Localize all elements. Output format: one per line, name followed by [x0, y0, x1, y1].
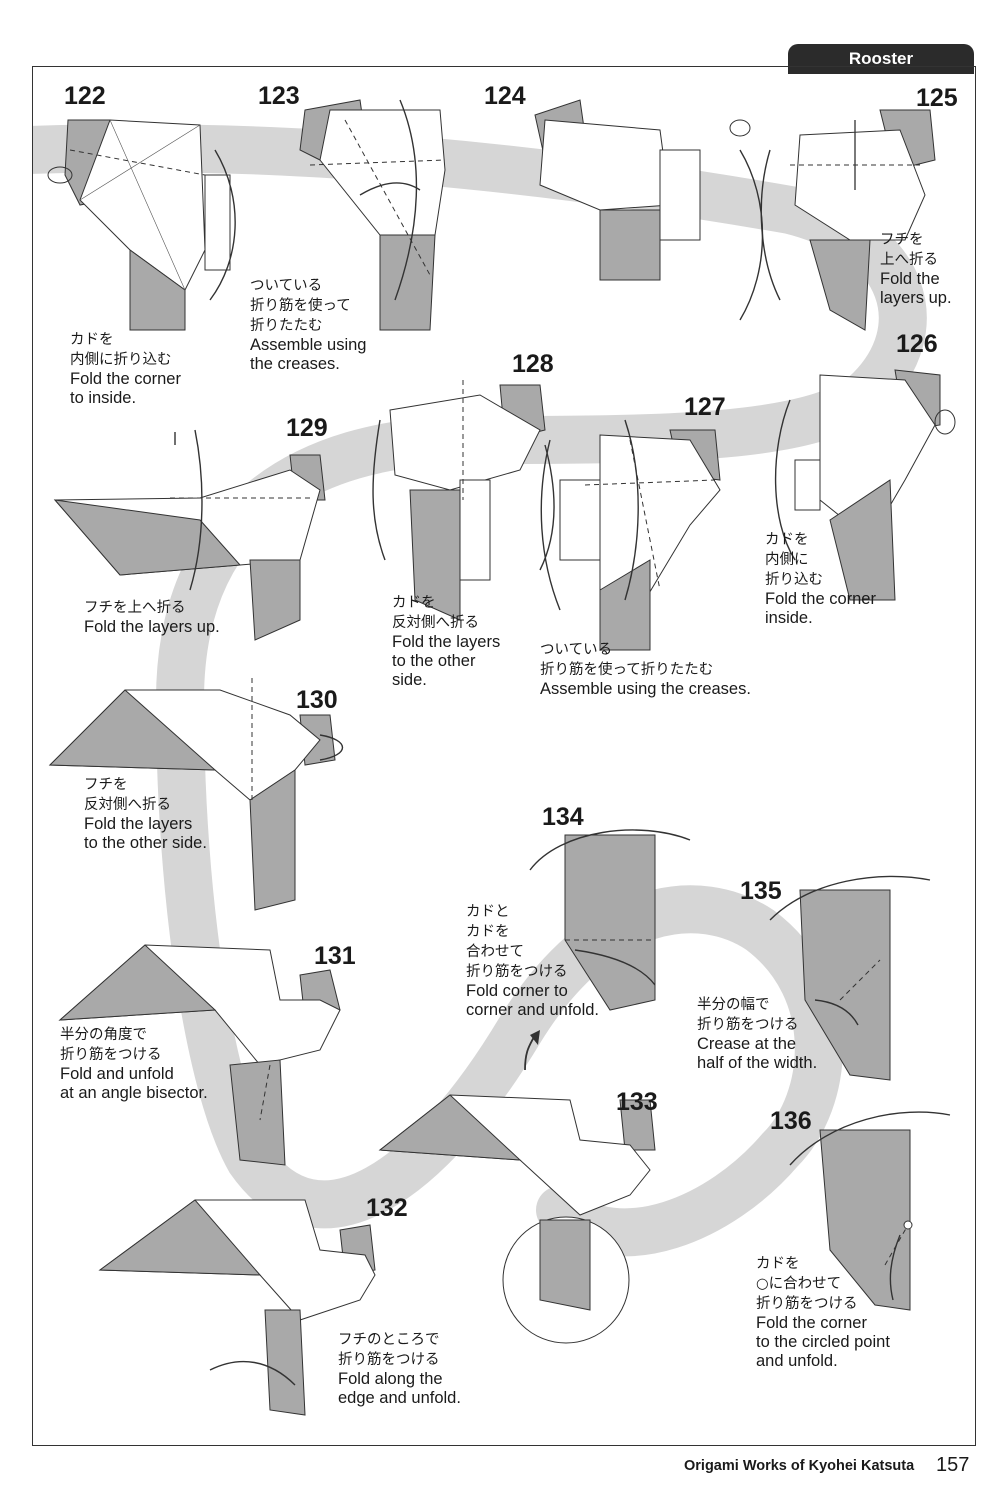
step-131-model [58, 944, 341, 1166]
step-number: 125 [916, 84, 958, 112]
step-135-model [769, 875, 931, 1081]
step-number: 127 [684, 393, 726, 421]
step-number: 133 [616, 1088, 658, 1116]
step-130-model [48, 678, 343, 911]
step-133-model [378, 1030, 656, 1344]
step-number: 136 [770, 1107, 812, 1135]
step-number: 124 [484, 82, 526, 110]
step-122-model [47, 119, 236, 331]
step-126-model [774, 369, 956, 601]
step-number: 126 [896, 330, 938, 358]
step-number: 130 [296, 686, 338, 714]
step-number: 131 [314, 942, 356, 970]
book-title: Origami Works of Kyohei Katsuta [684, 1458, 915, 1474]
step-number: 134 [542, 803, 584, 831]
section-tab: Rooster [788, 44, 974, 74]
step-134-model [529, 829, 691, 1011]
step-129-caption: フチを上へ折る Fold the layers up. [84, 600, 220, 636]
step-127-model [540, 419, 721, 651]
step-129-model [53, 429, 326, 641]
step-128-model [372, 380, 555, 621]
step-136-model [789, 1111, 951, 1311]
step-123-model [299, 99, 446, 331]
step-number: 132 [366, 1194, 408, 1222]
step-127-caption: ついている折り筋を使って折りたたむ Assemble using the cre… [540, 642, 751, 698]
step-number: 123 [258, 82, 300, 110]
step-number: 128 [512, 350, 554, 378]
step-number: 135 [740, 877, 782, 905]
step-132-model [98, 1199, 376, 1416]
page-number: 157 [936, 1454, 970, 1476]
step-number: 129 [286, 414, 328, 442]
step-125-model [760, 109, 936, 331]
page-frame [32, 66, 976, 1446]
step-number: 122 [64, 82, 106, 110]
step-124-model [534, 99, 764, 321]
